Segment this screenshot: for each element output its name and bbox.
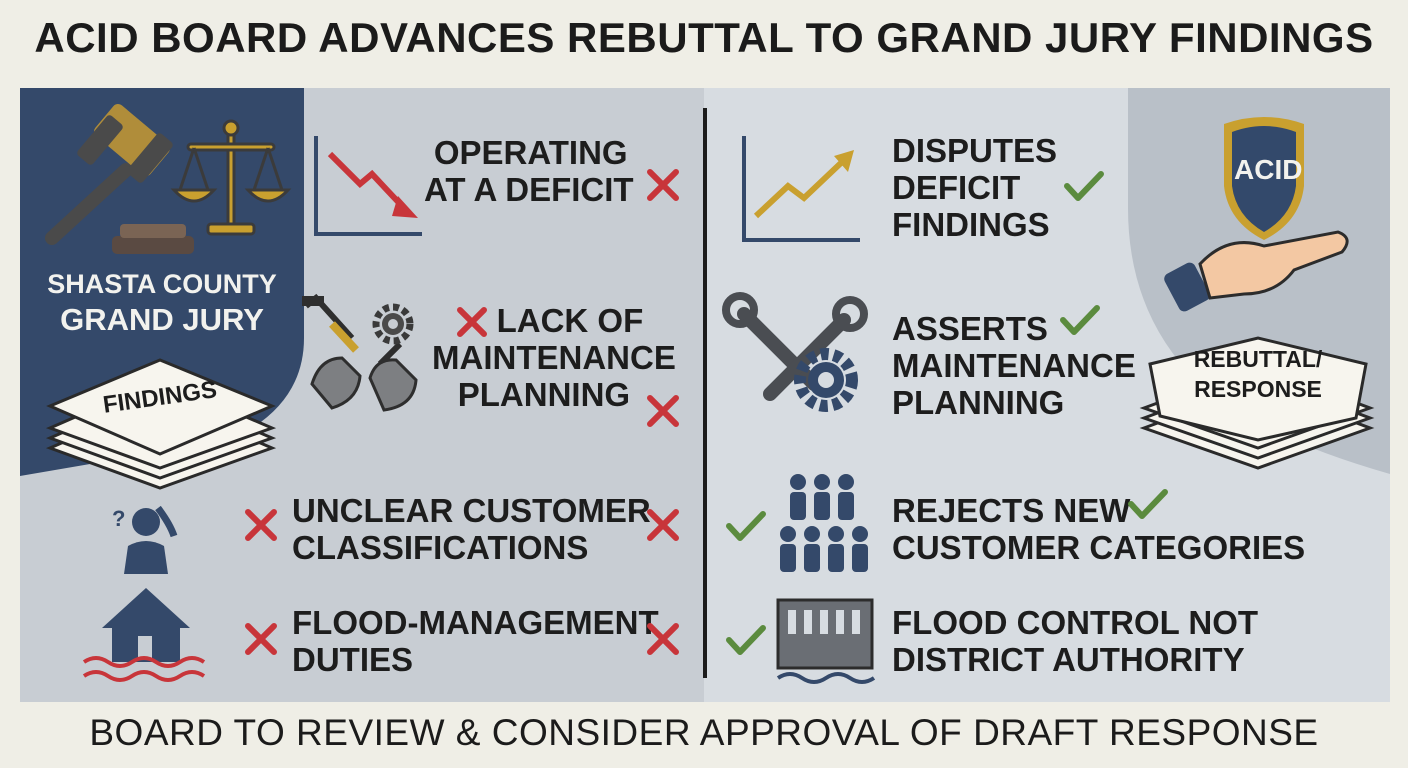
hand-icon (1164, 230, 1349, 312)
response-document-label-line2: RESPONSE (1194, 376, 1322, 402)
check-icon (1128, 489, 1168, 519)
panel-divider (703, 108, 707, 678)
finding-maintenance: LACK OF MAINTENANCE PLANNING (432, 302, 676, 413)
response-deficit-line3: FINDINGS (892, 206, 1050, 243)
findings-document-icon (45, 358, 277, 490)
finding-deficit-line2: AT A DEFICIT (424, 171, 634, 208)
agency-name-line2: GRAND JURY (60, 302, 264, 337)
confused-person-icon: ? (112, 505, 178, 574)
people-group-icon (780, 474, 868, 572)
finding-flood-line2: DUTIES (292, 641, 414, 678)
finding-classifications-line2: CLASSIFICATIONS (292, 529, 589, 566)
check-icon (1064, 171, 1104, 201)
cross-icon (647, 509, 679, 541)
response-maintenance: ASSERTS MAINTENANCE PLANNING (892, 310, 1136, 421)
svg-text:?: ? (112, 506, 125, 531)
check-icon (726, 511, 766, 541)
agency-name-line1: SHASTA COUNTY (47, 269, 277, 299)
response-categories-line2: CUSTOMER CATEGORIES (892, 529, 1306, 566)
agency-name: SHASTA COUNTY GRAND JURY (42, 266, 282, 338)
response-document-icon (1139, 336, 1375, 470)
response-document-label: REBUTTAL/ RESPONSE (1178, 344, 1338, 404)
finding-maintenance-line2: MAINTENANCE (432, 339, 676, 376)
rebuttal-panel-art (722, 88, 1390, 684)
cross-icon (245, 509, 277, 541)
wrench-gear-icon (722, 292, 868, 412)
check-icon (726, 625, 766, 655)
dam-icon (776, 598, 876, 684)
findings-panel-art: ? (20, 88, 422, 682)
response-deficit: DISPUTES DEFICIT FINDINGS (892, 132, 1057, 243)
finding-deficit: OPERATING AT A DEFICIT (424, 134, 634, 208)
cross-icon (245, 623, 277, 655)
scales-icon (170, 119, 292, 236)
cross-icon (457, 307, 487, 337)
gear-icon (372, 303, 414, 345)
response-flood: FLOOD CONTROL NOT DISTRICT AUTHORITY (892, 604, 1258, 678)
finding-deficit-line1: OPERATING (433, 134, 628, 171)
rebuttal-panel: ACID REBUTTAL/ RESPONSE DISPUTES DEFICIT… (704, 88, 1390, 702)
response-deficit-line1: DISPUTES (892, 132, 1058, 169)
response-document-label-line1: REBUTTAL/ (1193, 346, 1323, 372)
chart-up-icon (742, 136, 860, 242)
findings-panel: ? SHASTA COUNTY GRAND JURY FINDINGS OPER… (20, 88, 704, 702)
response-categories: REJECTS NEW CUSTOMER CATEGORIES (892, 492, 1305, 566)
shield-icon (1224, 117, 1304, 240)
footer-caption: BOARD TO REVIEW & CONSIDER APPROVAL OF D… (89, 712, 1319, 753)
cross-icon (647, 395, 679, 427)
finding-flood: FLOOD-MANAGEMENT DUTIES (292, 604, 659, 678)
finding-classifications: UNCLEAR CUSTOMER CLASSIFICATIONS (292, 492, 651, 566)
cross-icon (647, 623, 679, 655)
finding-classifications-line1: UNCLEAR CUSTOMER (292, 492, 651, 529)
response-categories-line1: REJECTS NEW (892, 492, 1131, 529)
broken-shovel-icon (302, 293, 418, 412)
flooded-house-icon (82, 588, 206, 682)
finding-maintenance-line3: PLANNING (457, 376, 631, 413)
check-icon (1060, 305, 1100, 335)
cross-icon (647, 169, 679, 201)
finding-flood-line1: FLOOD-MANAGEMENT (292, 604, 659, 641)
response-flood-line2: DISTRICT AUTHORITY (892, 641, 1245, 678)
response-maintenance-line2: MAINTENANCE (892, 347, 1136, 384)
shield-label: ACID (1234, 154, 1303, 185)
gavel-icon (45, 103, 194, 254)
response-deficit-line2: DEFICIT (892, 169, 1021, 206)
finding-maintenance-line1: LACK OF (496, 302, 644, 339)
chart-down-icon (314, 136, 422, 236)
response-maintenance-line3: PLANNING (892, 384, 1065, 421)
response-flood-line1: FLOOD CONTROL NOT (892, 604, 1259, 641)
response-maintenance-line1: ASSERTS (892, 310, 1048, 347)
page-title: ACID BOARD ADVANCES REBUTTAL TO GRAND JU… (34, 14, 1374, 61)
